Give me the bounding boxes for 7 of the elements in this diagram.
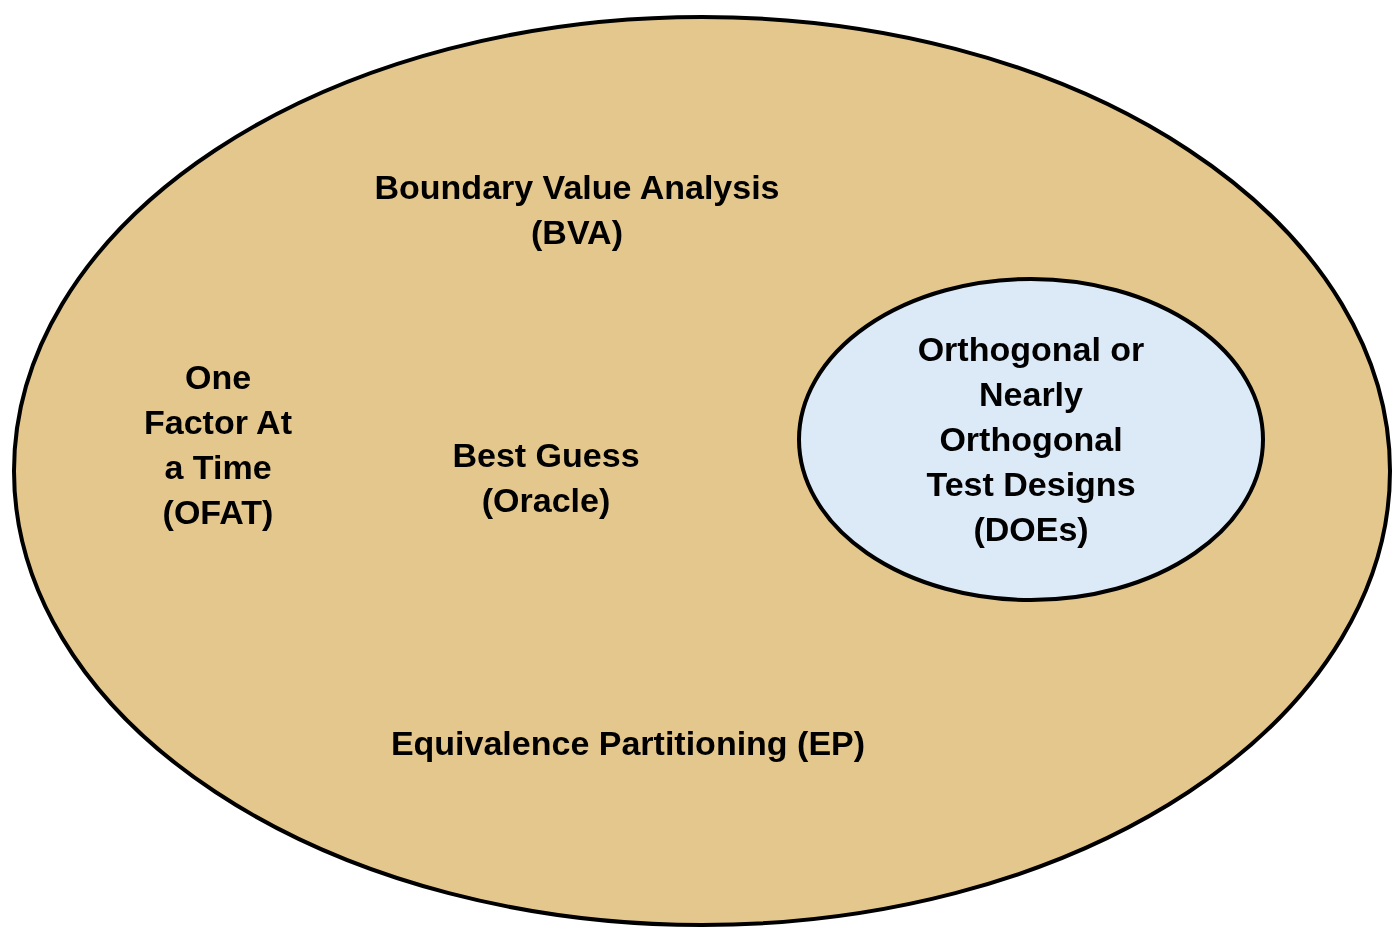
region-label: Equivalence Partitioning (EP) bbox=[389, 723, 867, 764]
region-label: Boundary Value Analysis (BVA) bbox=[373, 167, 781, 253]
region-label: Best Guess (Oracle) bbox=[451, 435, 641, 521]
region-label: One Factor At a Time (OFAT) bbox=[143, 357, 293, 533]
outer-ellipse bbox=[12, 15, 1392, 927]
inner-ellipse bbox=[797, 277, 1265, 602]
ellipse-label: Orthogonal or Nearly Orthogonal Test Designs (DOEs) bbox=[916, 329, 1146, 550]
